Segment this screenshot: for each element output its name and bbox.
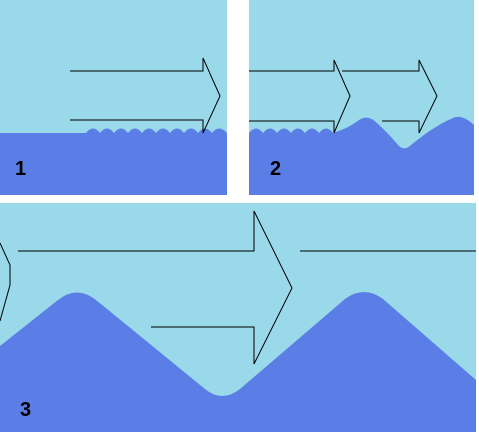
panel-2: 2 [249, 0, 474, 195]
panel-1-drawing [0, 0, 227, 195]
wind-arrow-left [249, 59, 351, 134]
panel-label-2: 2 [270, 158, 282, 180]
panel-2-drawing [249, 0, 474, 195]
wind-arrow [70, 57, 221, 134]
panel-1: 1 [0, 0, 227, 195]
water [0, 292, 476, 432]
wind-arrow-left-tip [0, 242, 11, 322]
water [0, 128, 227, 195]
wind-arrow-middle [18, 210, 293, 365]
wind-arrow-right [342, 59, 438, 134]
panel-3: 3 [0, 203, 476, 432]
panel-label-3: 3 [20, 399, 32, 421]
water [249, 116, 474, 195]
panel-3-drawing [0, 203, 476, 432]
panel-label-1: 1 [15, 158, 27, 180]
